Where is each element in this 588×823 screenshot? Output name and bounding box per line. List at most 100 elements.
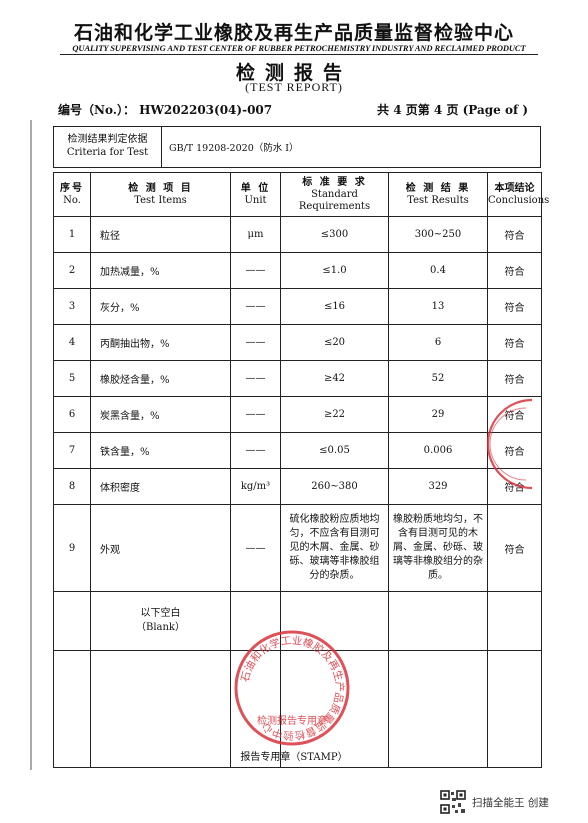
cell-res: 329 [388, 468, 488, 505]
cell-empty [487, 591, 542, 651]
cell-unit: —— [230, 288, 281, 325]
cell-con: 符合 [487, 252, 542, 289]
cell-res: 0.006 [388, 432, 488, 469]
cell-req: ≤0.05 [280, 432, 389, 469]
col-res-cn: 检 测 结 果 [405, 182, 471, 194]
cell-req: 硫化橡胶粉应质地均匀，不应含有目测可见的木屑、金属、砂砾、玻璃等非橡胶组分的杂质… [280, 504, 389, 592]
col-req-en2: Requirements [298, 200, 371, 212]
criteria-value: GB/T 19208-2020（防水 I） [169, 143, 299, 154]
cell-empty [230, 591, 281, 651]
blank-cn: 以下空白 [140, 608, 181, 619]
blank-en: （Blank） [135, 622, 185, 633]
cell-empty [388, 650, 488, 768]
cell-no: 9 [53, 504, 91, 592]
org-name-cn: 石油和化学工业橡胶及再生产品质量监督检验中心 [73, 22, 514, 44]
cell-item: 外观 [90, 504, 231, 592]
cell-res: 0.4 [388, 252, 488, 289]
cell-con: 符合 [487, 432, 542, 469]
cell-req: ≤16 [280, 288, 389, 325]
scanner-watermark: 扫描全能王 创建 [440, 790, 580, 814]
cell-unit: μm [230, 216, 281, 253]
qr-code-icon [440, 790, 466, 814]
cell-empty [53, 591, 91, 651]
cell-item: 灰分，% [90, 288, 231, 325]
cell-unit: —— [230, 504, 281, 592]
cell-unit: —— [230, 432, 281, 469]
criteria-label-en: Criteria for Test [66, 147, 149, 158]
cell-res: 6 [388, 324, 488, 361]
col-res-en: Test Results [407, 194, 469, 206]
col-req-en1: Standard [311, 188, 358, 200]
cell-req: ≥22 [280, 396, 389, 433]
cell-res: 300~250 [388, 216, 488, 253]
cell-unit: —— [230, 252, 281, 289]
cell-unit: —— [230, 324, 281, 361]
cell-empty [388, 591, 488, 651]
cell-req: ≤20 [280, 324, 389, 361]
cell-con: 符合 [487, 216, 542, 253]
col-con-en: Conclusions [488, 194, 550, 206]
cell-res: 29 [388, 396, 488, 433]
cell-no: 5 [53, 360, 91, 397]
cell-item: 炭黑含量，% [90, 396, 231, 433]
cell-no: 8 [53, 468, 91, 505]
cell-req: ≤1.0 [280, 252, 389, 289]
cell-empty [280, 650, 389, 768]
table-row: 9 外观 —— 硫化橡胶粉应质地均匀，不应含有目测可见的木屑、金属、砂砾、玻璃等… [53, 504, 542, 592]
col-con-cn: 本项结论 [494, 182, 535, 194]
cell-item: 铁含量，% [90, 432, 231, 469]
report-title-cn: 检测报告 [235, 62, 352, 84]
cell-item: 体积密度 [90, 468, 231, 505]
blank-marker: 以下空白 （Blank） [90, 591, 231, 651]
report-number: 编号（No.）： HW202203(04)-007 [58, 103, 273, 117]
col-unit-cn: 单 位 [240, 182, 271, 194]
cell-con: 符合 [487, 288, 542, 325]
col-item-en: Test Items [134, 194, 187, 206]
cell-no: 2 [53, 252, 91, 289]
cell-item: 丙酮抽出物，% [90, 324, 231, 361]
cell-res: 橡胶粉质地均匀，不含有目测可见的木屑、金属、砂砾、玻璃等非橡胶组分的杂质。 [388, 504, 488, 592]
criteria-label-cn: 检测结果判定依据 [67, 134, 148, 145]
col-no-cn: 序号 [60, 182, 84, 194]
empty-row [53, 650, 542, 768]
page-indicator: 共 4 页第 4 页 (Page of ) [377, 103, 528, 117]
cell-con: 符合 [487, 360, 542, 397]
cell-con: 符合 [487, 504, 542, 592]
cell-empty [90, 650, 231, 768]
stamp-caption: 报告专用章（STAMP） [240, 752, 348, 763]
criteria-box: 检测结果判定依据 Criteria for Test GB/T 19208-20… [53, 126, 541, 168]
criteria-label: 检测结果判定依据 Criteria for Test [54, 127, 162, 167]
seam-stamp-icon [486, 398, 533, 490]
col-req-cn: 标 准 要 求 [302, 176, 367, 188]
cell-no: 4 [53, 324, 91, 361]
cell-unit: —— [230, 396, 281, 433]
seal-center-text: 检测报告专用章 [257, 714, 327, 727]
cell-no: 1 [53, 216, 91, 253]
col-unit-en: Unit [244, 194, 267, 206]
report-title-en: (TEST REPORT) [245, 80, 343, 94]
cell-res: 13 [388, 288, 488, 325]
cell-req: 260~380 [280, 468, 389, 505]
cell-item: 加热减量，% [90, 252, 231, 289]
watermark-text: 扫描全能王 创建 [472, 797, 549, 809]
cell-con: 符合 [487, 468, 542, 505]
cell-req: ≤300 [280, 216, 389, 253]
cell-unit: kg/m³ [230, 468, 281, 505]
